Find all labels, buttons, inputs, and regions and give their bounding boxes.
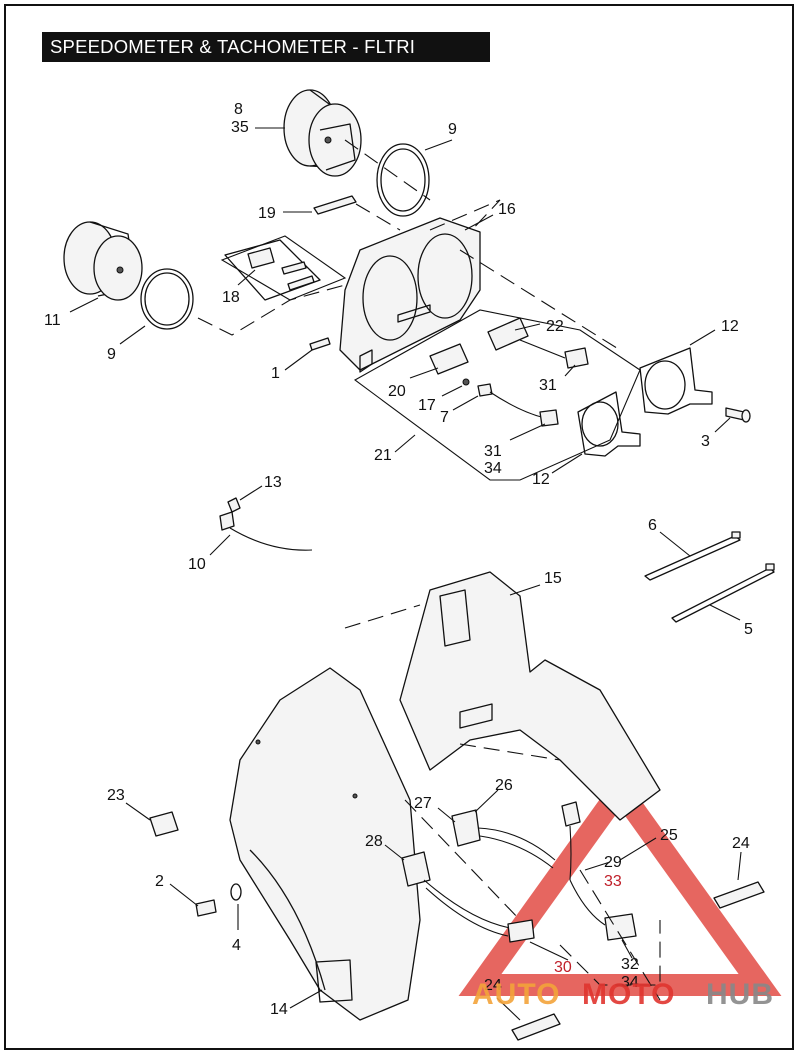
callout-33: 33 xyxy=(604,873,622,890)
callout-14: 14 xyxy=(270,1001,288,1018)
callout-6: 6 xyxy=(648,517,657,534)
retainer-24-bottom xyxy=(511,1013,561,1041)
indicator-lamp xyxy=(462,378,559,427)
callout-13: 13 xyxy=(264,474,282,491)
lamp-socket xyxy=(219,497,313,551)
callout-24-right: 24 xyxy=(732,835,750,852)
inner-fairing-bracket xyxy=(399,571,661,821)
callout-28: 28 xyxy=(365,833,383,850)
callout-20: 20 xyxy=(388,383,406,400)
screw-1 xyxy=(309,337,331,351)
callout-22: 22 xyxy=(546,318,564,335)
gauge-gasket-ring-upper xyxy=(376,143,430,217)
callout-17: 17 xyxy=(418,397,436,414)
connector-housing-22 xyxy=(487,317,589,369)
gauge-housing xyxy=(339,217,481,373)
callout-1: 1 xyxy=(271,365,280,382)
callout-16: 16 xyxy=(498,201,516,218)
tachometer-gauge xyxy=(63,221,143,301)
callout-19: 19 xyxy=(258,205,276,222)
callout-12-upper: 12 xyxy=(721,318,739,335)
callout-34-lower: 34 xyxy=(621,974,639,991)
mounting-bracket-upper xyxy=(639,347,713,415)
callout-4: 4 xyxy=(232,937,241,954)
callout-7: 7 xyxy=(440,409,449,426)
callout-26: 26 xyxy=(495,777,513,794)
light-pipe xyxy=(313,195,357,215)
callout-31-lower: 31 xyxy=(484,443,502,460)
mounting-bracket-lower xyxy=(577,391,641,457)
gauge-gasket-ring-lower xyxy=(140,268,194,330)
screw-3 xyxy=(725,407,751,423)
callout-27: 27 xyxy=(414,795,432,812)
callout-23: 23 xyxy=(107,787,125,804)
screw-2 xyxy=(195,899,217,917)
wiring-harness xyxy=(401,801,637,943)
connector-housing-20 xyxy=(429,343,469,375)
clip-23 xyxy=(149,811,179,837)
callout-15: 15 xyxy=(544,570,562,587)
callout-9-lower: 9 xyxy=(107,346,116,363)
callout-18: 18 xyxy=(222,289,240,306)
callout-21: 21 xyxy=(374,447,392,464)
callout-31-upper: 31 xyxy=(539,377,557,394)
callout-11: 11 xyxy=(44,312,61,329)
retainer-24-right xyxy=(713,881,765,909)
callout-2: 2 xyxy=(155,873,164,890)
callout-32: 32 xyxy=(621,956,639,973)
watermark-part-auto: AUTO xyxy=(472,978,560,1011)
callout-8: 8 xyxy=(234,101,243,118)
cable-strap-5 xyxy=(671,563,775,623)
callout-12-lower: 12 xyxy=(532,471,550,488)
callout-5: 5 xyxy=(744,621,753,638)
callout-34-upper: 34 xyxy=(484,460,502,477)
callout-25: 25 xyxy=(660,827,678,844)
diagram-frame xyxy=(4,4,794,1050)
callout-9-upper: 9 xyxy=(448,121,457,138)
callout-29: 29 xyxy=(604,854,622,871)
callout-10: 10 xyxy=(188,556,206,573)
cable-strap-6 xyxy=(644,531,741,581)
callout-3: 3 xyxy=(701,433,710,450)
fairing-cap-panel xyxy=(229,667,421,1021)
watermark-part-moto: MOTO xyxy=(582,978,675,1011)
washer-4 xyxy=(230,883,242,901)
speedometer-gauge xyxy=(283,89,362,177)
watermark-logo: AUTO MOTO HUB xyxy=(472,978,774,1011)
diagram-title: SPEEDOMETER & TACHOMETER - FLTRI xyxy=(42,32,490,62)
callout-24-bottom: 24 xyxy=(484,977,502,994)
callout-35: 35 xyxy=(231,119,249,136)
watermark-part-hub: HUB xyxy=(706,978,774,1011)
callout-30: 30 xyxy=(554,959,572,976)
